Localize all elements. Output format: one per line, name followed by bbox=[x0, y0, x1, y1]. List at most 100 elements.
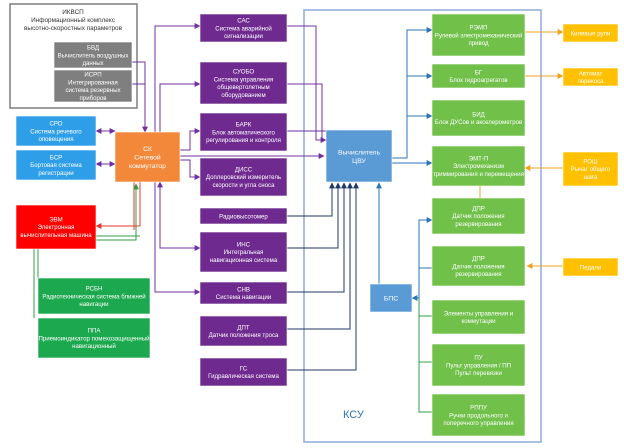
bg-box bbox=[431, 63, 526, 89]
rv-label: Радиовысотомер bbox=[219, 213, 268, 220]
vcvu-box bbox=[325, 129, 393, 183]
sas-box bbox=[199, 13, 288, 43]
ikvsp-title: ИКВСП bbox=[62, 9, 84, 16]
isrp-box bbox=[53, 69, 133, 103]
ksu-label: КСУ bbox=[343, 409, 365, 421]
ppa-box bbox=[37, 317, 151, 359]
pedals-label: Педали bbox=[580, 264, 602, 271]
rv-block: Радиовысотомер bbox=[199, 207, 288, 225]
emtp-box bbox=[431, 145, 526, 187]
kill-label: Килевые рули bbox=[571, 30, 611, 37]
bps-block: БПС bbox=[369, 283, 413, 313]
sk-box bbox=[114, 131, 181, 183]
barc-box bbox=[199, 112, 288, 152]
dpr1-box bbox=[431, 197, 526, 235]
evm-box bbox=[15, 204, 97, 250]
rsbn-box bbox=[37, 277, 151, 315]
sro-box bbox=[15, 115, 97, 147]
diss-box bbox=[199, 157, 288, 197]
kill-box bbox=[562, 23, 619, 43]
remp-box bbox=[431, 13, 526, 57]
bid-box bbox=[431, 99, 526, 137]
pu-box bbox=[431, 343, 526, 387]
bps-label: БПС bbox=[384, 296, 398, 303]
dpt-box bbox=[199, 315, 288, 347]
roshch-box bbox=[562, 151, 619, 187]
rppu-box bbox=[431, 393, 526, 437]
snv-box bbox=[199, 281, 288, 305]
ksu-frame bbox=[303, 9, 542, 443]
ins-box bbox=[199, 231, 288, 273]
autoperekos-box bbox=[562, 67, 619, 87]
euk-box bbox=[431, 299, 526, 335]
pedals-box bbox=[562, 257, 619, 277]
dpr2-box bbox=[431, 245, 526, 287]
suobo-box bbox=[199, 61, 288, 105]
bsr-box bbox=[15, 149, 97, 181]
bps-box bbox=[369, 283, 413, 313]
pedals-block: Педали bbox=[562, 257, 619, 277]
bvd-box bbox=[53, 41, 133, 69]
rv-box bbox=[199, 207, 288, 225]
kill-block: Килевые рули bbox=[562, 23, 619, 43]
